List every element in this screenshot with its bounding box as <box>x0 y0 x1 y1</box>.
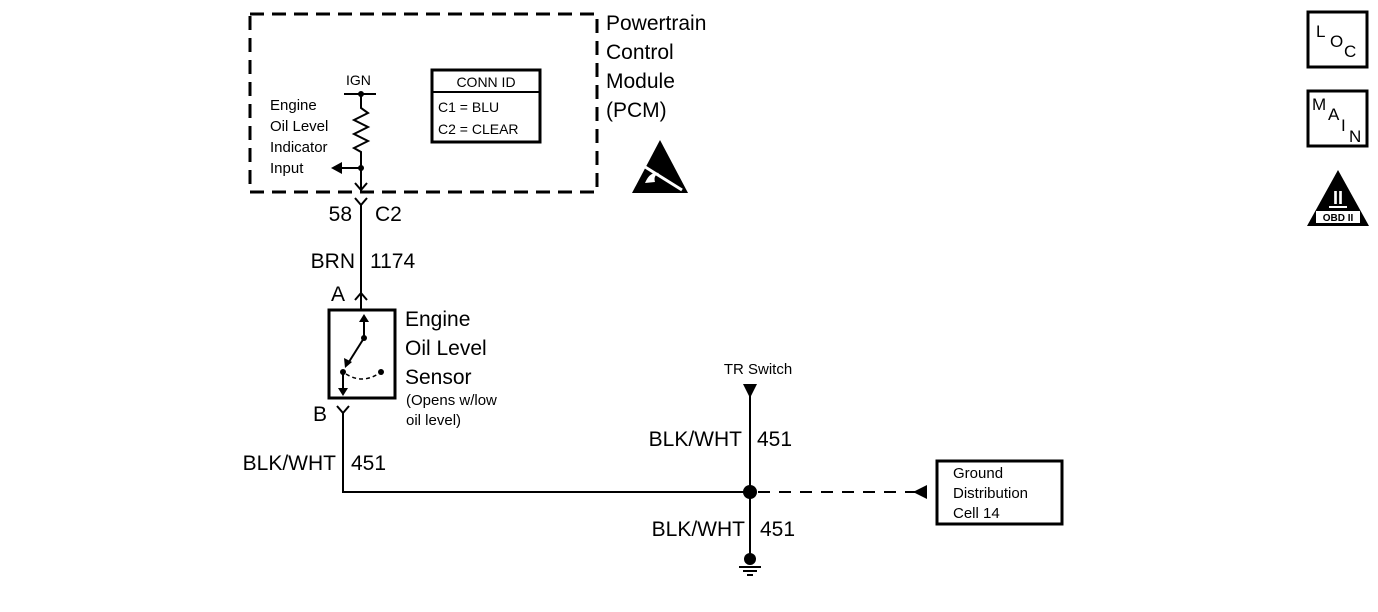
wire-color-label: BRN <box>311 250 355 273</box>
esd-warning-icon <box>632 140 688 193</box>
wire-circuit-label: 451 <box>757 428 792 451</box>
input-arrow-icon <box>331 162 342 174</box>
svg-text:II: II <box>1333 188 1343 208</box>
wire-circuit-label: 451 <box>351 452 386 475</box>
loc-badge-icon: L O C <box>1306 10 1369 69</box>
ground-distribution-box <box>935 459 1064 526</box>
wire-circuit-label: 451 <box>760 518 795 541</box>
sensor-note: (Opens w/low oil level) <box>406 392 501 429</box>
sensor-pin-a: A <box>331 283 345 306</box>
tr-switch-arrow-icon <box>743 384 757 398</box>
pcm-terminal-male <box>354 197 368 207</box>
svg-text:L: L <box>1316 22 1325 41</box>
pullup-resistor <box>351 94 371 168</box>
svg-text:I: I <box>1341 116 1346 135</box>
svg-text:A: A <box>1328 105 1340 124</box>
wire-color-label: BLK/WHT <box>243 452 337 475</box>
ground-distribution-label: Ground Distribution Cell 14 <box>953 465 1032 522</box>
svg-text:N: N <box>1349 127 1361 146</box>
oil-level-sensor <box>327 298 397 400</box>
sensor-name: Engine Oil Level Sensor <box>405 308 493 389</box>
pcm-terminal-female <box>354 182 368 192</box>
conn-id-row: C1 = BLU <box>438 99 499 115</box>
ground-icon <box>739 553 761 576</box>
svg-text:M: M <box>1312 95 1326 114</box>
tr-switch-label: TR Switch <box>724 361 792 378</box>
ign-label: IGN <box>346 72 371 88</box>
wire-color-label: BLK/WHT <box>652 518 746 541</box>
wire-circuit-label: 1174 <box>370 250 415 273</box>
pcm-title: Powertrain Control Module (PCM) <box>606 12 712 122</box>
pcm-input-label: Engine Oil Level Indicator Input <box>270 97 333 177</box>
svg-text:O: O <box>1330 32 1343 51</box>
wire-color-label: BLK/WHT <box>649 428 743 451</box>
pcm-pin-number: 58 <box>329 203 352 226</box>
wire-blk-wht-451-left <box>342 413 750 493</box>
pcm-connector-id: C2 <box>375 203 402 226</box>
sensor-terminal-a <box>354 291 368 301</box>
sensor-terminal-b <box>336 405 350 415</box>
obd-ii-badge-icon: II OBD II <box>1307 170 1369 226</box>
svg-text:C: C <box>1344 42 1356 61</box>
conn-id-box: CONN ID C1 = BLU C2 = CLEAR <box>430 68 542 144</box>
sensor-pin-b: B <box>313 403 327 426</box>
main-badge-icon: M A I N <box>1306 89 1369 148</box>
conn-id-row: C2 = CLEAR <box>438 121 519 137</box>
svg-text:OBD II: OBD II <box>1323 213 1354 224</box>
conn-id-title: CONN ID <box>456 74 515 90</box>
ground-link-arrow-icon <box>913 485 927 499</box>
